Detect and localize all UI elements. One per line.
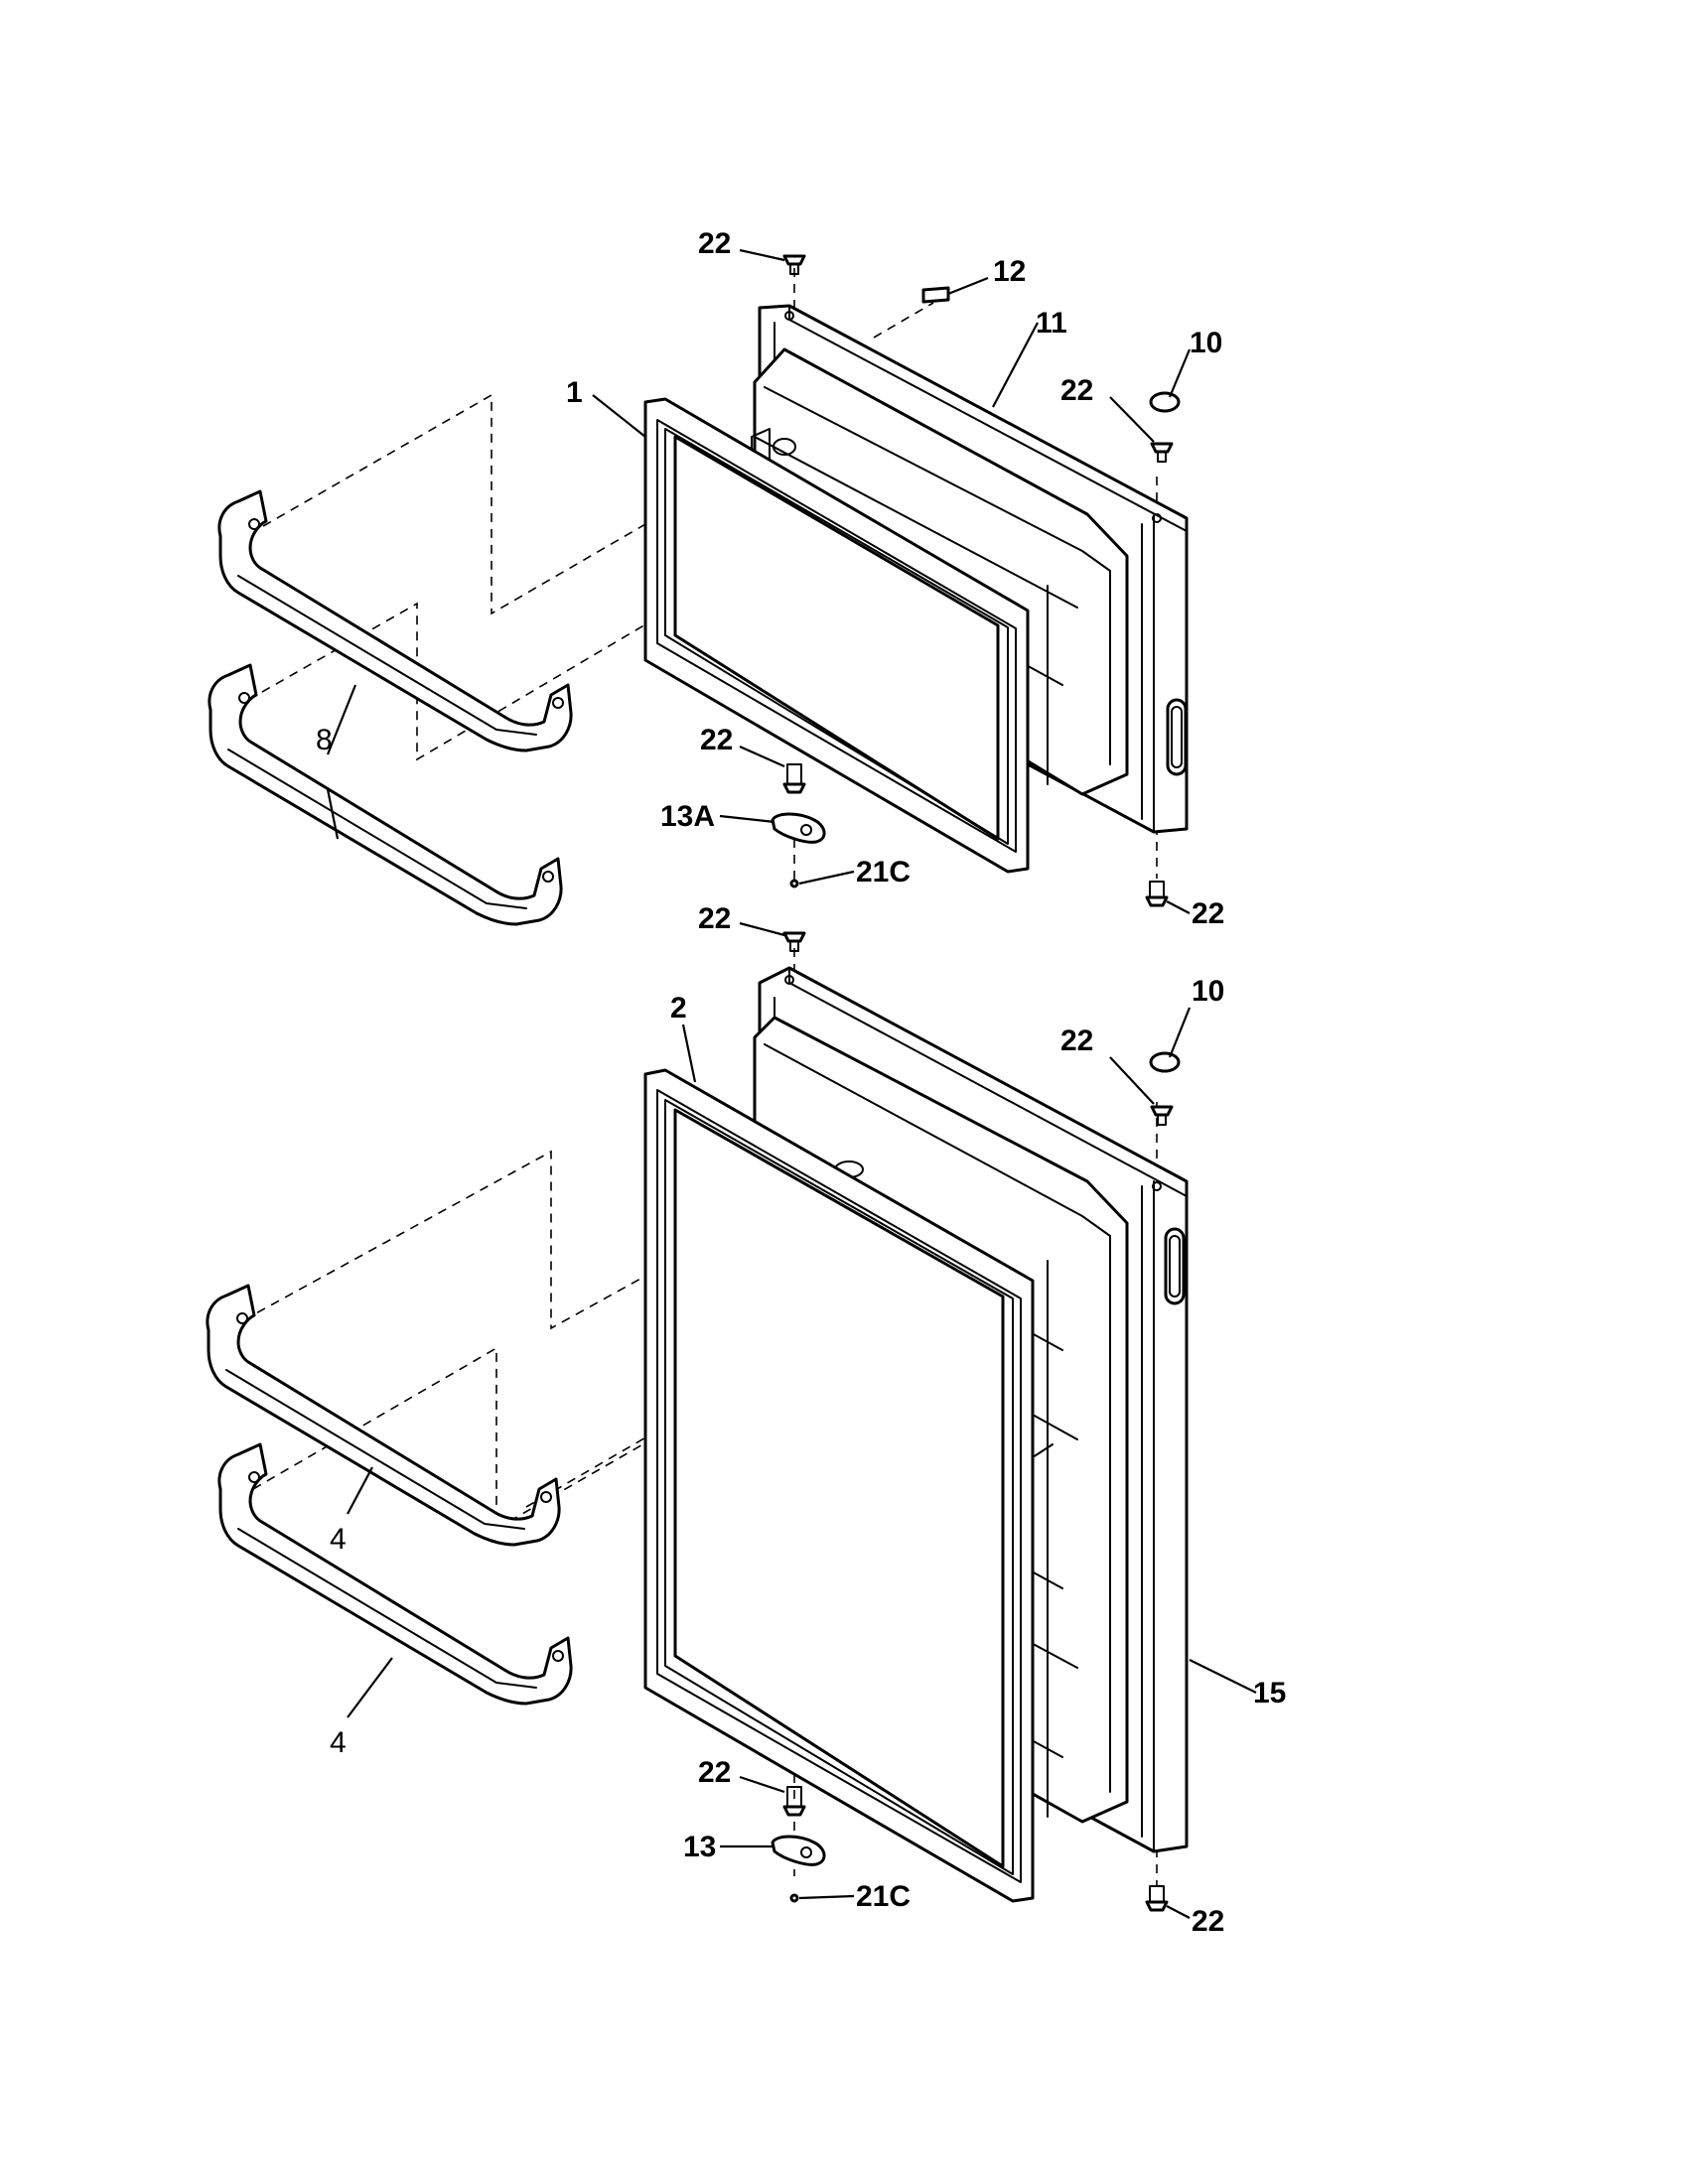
callout-2: 2 — [670, 992, 687, 1024]
callout-1: 1 — [566, 376, 583, 409]
callout-21c: 21C — [856, 856, 911, 888]
callout-leaders — [326, 248, 1257, 1919]
freezer-door-assembly — [208, 254, 1189, 926]
fresh-food-door-shelf-upper — [206, 1284, 561, 1547]
callout-21c: 21C — [856, 1880, 911, 1913]
callout-22: 22 — [1192, 1905, 1224, 1938]
callout-4: 4 — [330, 1726, 347, 1759]
callout-22: 22 — [1192, 897, 1224, 930]
callout-11: 11 — [1036, 307, 1067, 340]
freezer-hinge-hardware — [771, 254, 1181, 907]
callout-labels: 22 12 11 10 22 1 8 22 13A 21C 22 22 2 10… — [316, 227, 1286, 1938]
callout-22: 22 — [1060, 374, 1093, 407]
callout-8: 8 — [316, 724, 333, 756]
callout-15: 15 — [1253, 1677, 1286, 1709]
callout-12: 12 — [993, 255, 1026, 288]
callout-10: 10 — [1192, 975, 1224, 1008]
freezer-door-gasket — [643, 397, 1030, 874]
callout-13a: 13A — [660, 800, 715, 833]
callout-22: 22 — [698, 1756, 731, 1789]
fresh-food-door-shelf-lower — [217, 1442, 573, 1706]
callout-13: 13 — [683, 1831, 716, 1863]
callout-10: 10 — [1190, 327, 1222, 359]
fresh-food-door-assembly — [206, 931, 1189, 1912]
freezer-door-shelf-upper — [217, 489, 573, 752]
callout-22: 22 — [698, 227, 731, 260]
fresh-food-hinge-hardware — [771, 931, 1181, 1912]
freezer-door-shelf-lower — [208, 663, 563, 926]
callout-22: 22 — [698, 902, 731, 935]
callout-22: 22 — [700, 724, 733, 756]
fresh-food-door-gasket — [643, 1068, 1035, 1903]
callout-4: 4 — [330, 1523, 347, 1556]
callout-22: 22 — [1060, 1024, 1093, 1057]
